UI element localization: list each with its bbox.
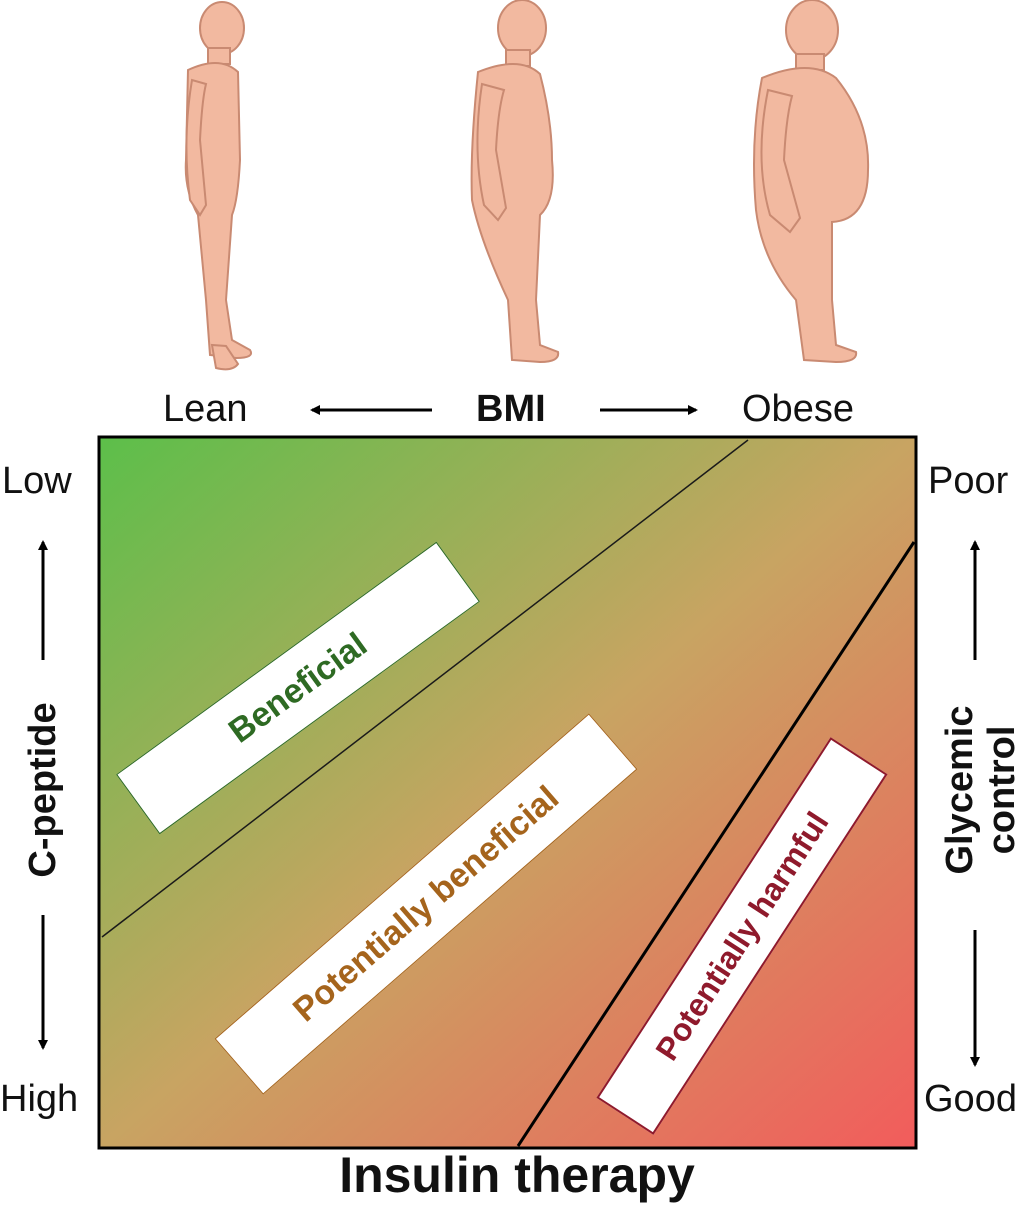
obese-figure-icon xyxy=(753,0,870,364)
glycemic-good-label: Good xyxy=(924,1078,1017,1120)
bmi-obese-label: Obese xyxy=(742,388,854,430)
average-figure-icon xyxy=(470,0,560,364)
glycemic-axis-label-line1: Glycemic xyxy=(939,705,981,875)
bmi-label: BMI xyxy=(476,388,546,430)
glycemic-poor-label: Poor xyxy=(928,460,1009,502)
cpeptide-low-label: Low xyxy=(2,460,72,502)
cpeptide-high-label: High xyxy=(0,1078,79,1120)
upper-divider-line xyxy=(101,439,749,938)
lean-figure-icon xyxy=(184,1,252,371)
cpeptide-axis-label: C-peptide xyxy=(22,702,64,878)
bmi-lean-label: Lean xyxy=(163,388,248,430)
lower-divider-line xyxy=(516,541,916,1147)
glycemic-axis-label-line2: control xyxy=(981,725,1023,855)
x-axis-title: Insulin therapy xyxy=(339,1147,695,1203)
